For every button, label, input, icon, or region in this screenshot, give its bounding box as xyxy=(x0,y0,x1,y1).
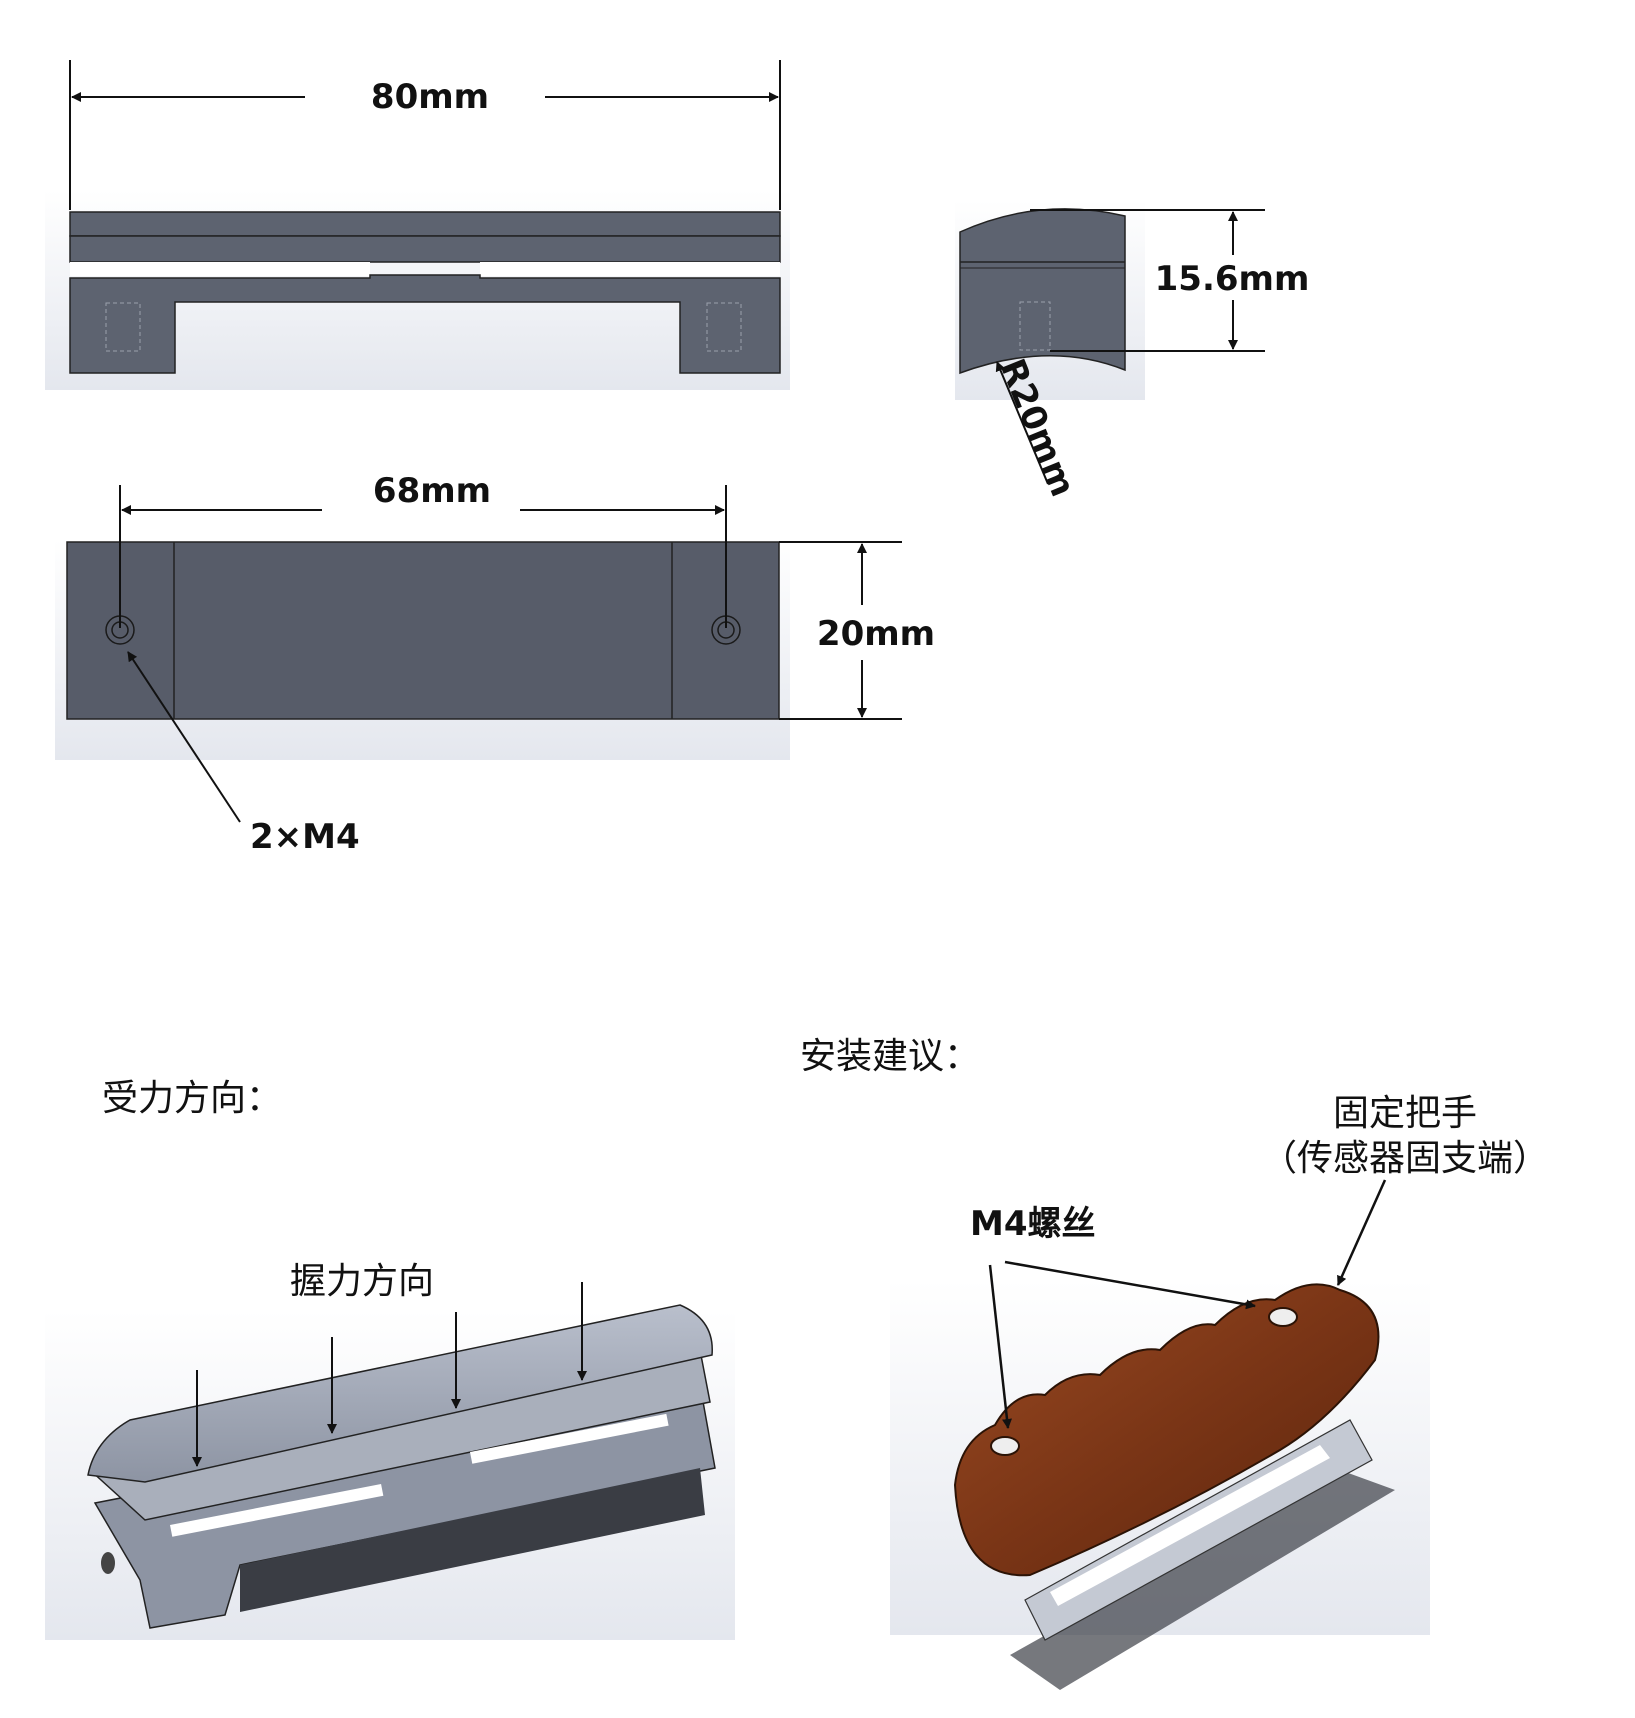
right-hidden-hole xyxy=(706,302,742,352)
side-hidden-hole xyxy=(1019,301,1051,351)
install-advice-heading: 安装建议： xyxy=(800,1036,980,1077)
length-dimension: 80mm xyxy=(371,77,489,117)
top-view-body xyxy=(66,541,780,720)
iso-slot-right xyxy=(470,1413,669,1464)
grip-force-label: 握力方向 xyxy=(290,1261,434,1302)
side-profile xyxy=(959,208,1126,375)
base-body xyxy=(69,274,781,374)
install-shadow xyxy=(1010,1470,1395,1690)
handle-hole-left xyxy=(990,1436,1020,1456)
middle-plate xyxy=(69,235,781,263)
installation-view xyxy=(890,1179,1430,1690)
side-view: 15.6mm R20mm xyxy=(955,200,1309,502)
top-view: 68mm 20mm 2×M4 xyxy=(55,471,935,857)
iso-base-shadow xyxy=(240,1468,705,1612)
screw-arrow-right xyxy=(1004,1260,1256,1310)
width-dimension: 20mm xyxy=(817,614,935,654)
handle-leader xyxy=(1336,1179,1387,1286)
hole-callout-leader xyxy=(127,651,241,823)
radius-leader xyxy=(995,361,1049,485)
front-view: 80mm xyxy=(45,60,790,390)
fixed-handle-label: 固定把手 xyxy=(1333,1093,1477,1134)
left-slot xyxy=(70,262,370,276)
top-plate xyxy=(69,211,781,237)
height-dimension: 15.6mm xyxy=(1155,259,1310,299)
hole-callout: 2×M4 xyxy=(250,817,360,857)
force-direction-heading: 受力方向： xyxy=(102,1078,282,1119)
m4-screw-label: M4螺丝 xyxy=(970,1204,1096,1244)
hole-spacing-dimension: 68mm xyxy=(373,471,491,511)
handle-hole-right xyxy=(1268,1307,1298,1327)
sensor-end-label: （传感器固支端） xyxy=(1261,1138,1549,1179)
iso-slot-left xyxy=(170,1483,384,1537)
right-slot xyxy=(480,262,780,276)
fixed-handle xyxy=(953,1283,1380,1577)
force-isometric-view xyxy=(45,1282,735,1640)
iso-curved-top xyxy=(87,1304,713,1483)
left-hidden-hole xyxy=(105,302,141,352)
install-sensor-slot xyxy=(1050,1445,1330,1606)
iso-side-hole xyxy=(101,1552,115,1574)
screw-arrow-left xyxy=(988,1264,1012,1429)
